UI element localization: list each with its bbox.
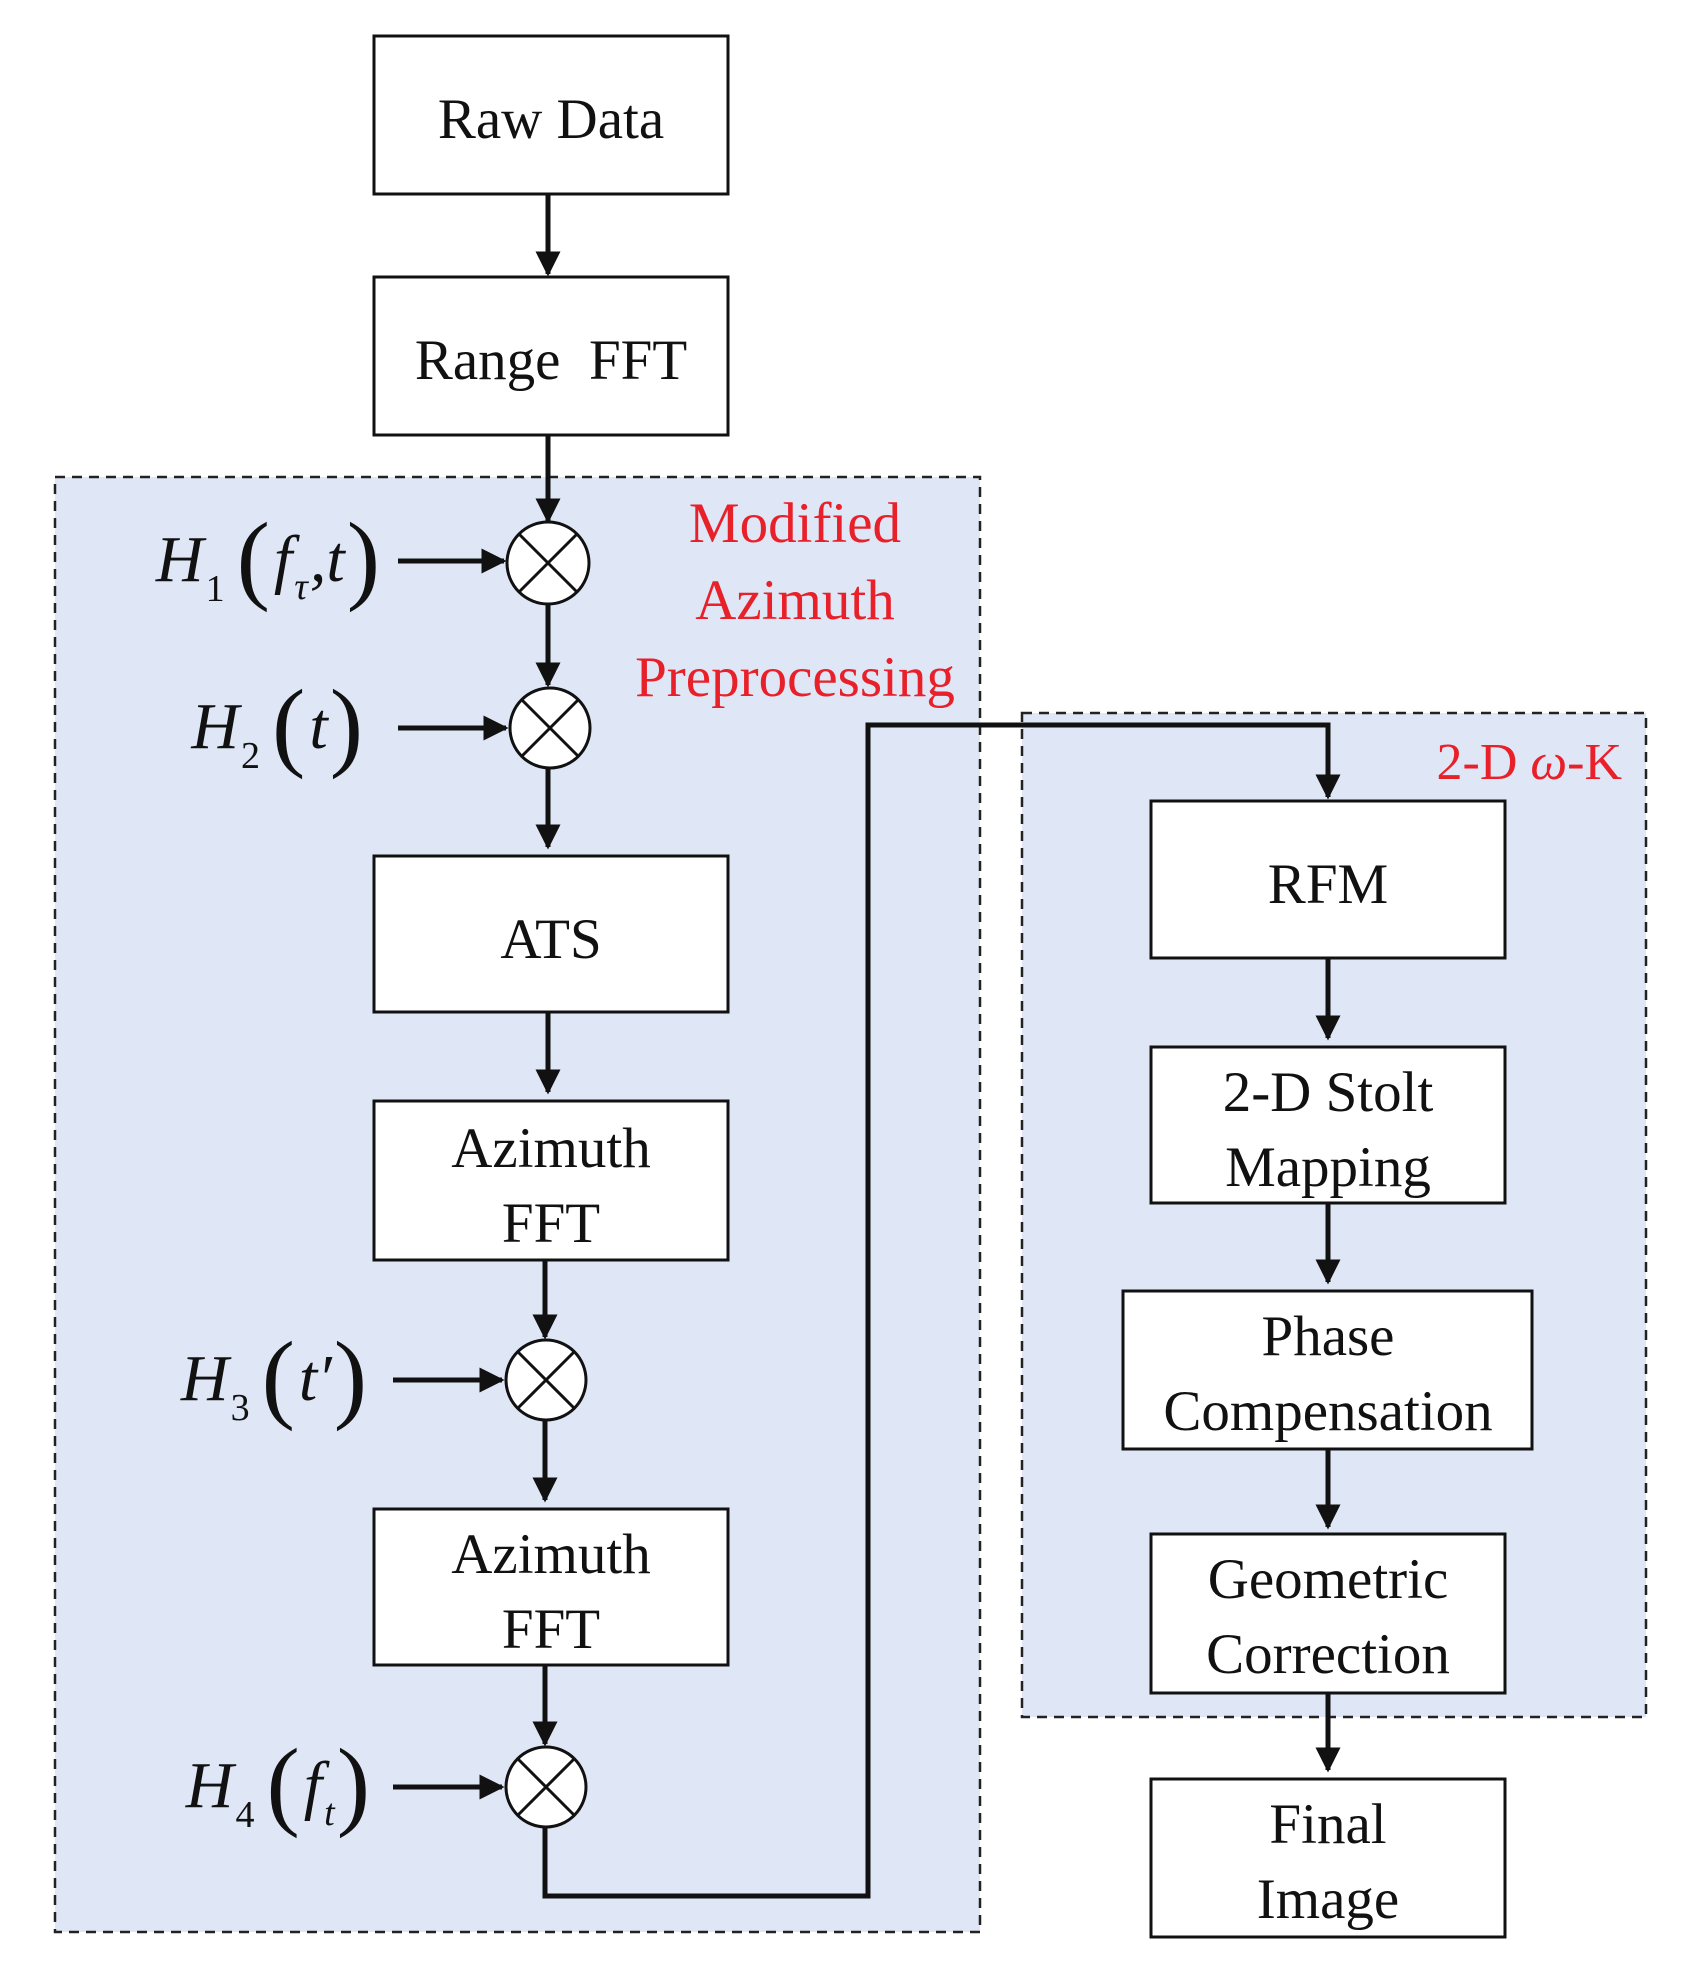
omega-k-title-omega: ω [1530, 734, 1567, 791]
modified-azimuth-title-line-3: Preprocessing [635, 646, 955, 709]
h1-index: 1 [206, 568, 225, 610]
azimuth-fft-2-line-2: FFT [502, 1598, 600, 1661]
multiplier-1 [505, 520, 591, 606]
h1-paren-open: ( [237, 502, 270, 613]
h3-paren-open: ( [262, 1321, 295, 1432]
phase-compensation-line-1: Phase [1262, 1305, 1395, 1368]
multiplier-2-cross-b [520, 698, 580, 758]
azimuth-fft-box-2 [372, 1507, 730, 1667]
h1-arg-sub: τ [294, 566, 309, 608]
h4-paren-close: ) [337, 1728, 370, 1839]
h2-arg-base: t [309, 690, 329, 763]
azimuth-fft-box-1 [372, 1099, 730, 1262]
azimuth-fft-block-1: Azimuth FFT [372, 1099, 730, 1262]
stolt-mapping-block: 2-D Stolt Mapping [1149, 1045, 1507, 1205]
arrow-mult4-to-rfm [542, 722, 1341, 1899]
rfm-label: RFM [1268, 853, 1388, 916]
final-image-line-1: Final [1269, 1793, 1386, 1856]
h1-arg-sep: , [310, 523, 327, 596]
modified-azimuth-title-line-1: Modified [689, 492, 901, 555]
omega-k-title-prefix: 2-D [1437, 734, 1531, 791]
phase-compensation-block: Phase Compensation [1121, 1289, 1534, 1451]
ats-block: ATS [372, 854, 730, 1014]
h4-arg-sub: t [324, 1792, 336, 1834]
geometric-correction-box [1149, 1532, 1507, 1695]
h2-symbol: H [190, 690, 242, 763]
connectors [393, 194, 1341, 1899]
phase-compensation-box [1121, 1289, 1534, 1451]
geometric-correction-line-2: Correction [1206, 1623, 1450, 1686]
omega-k-title: 2-D ω-K [1437, 734, 1623, 791]
azimuth-fft-block-2: Azimuth FFT [372, 1507, 730, 1667]
geometric-correction-line-1: Geometric [1208, 1548, 1449, 1611]
raw-data-label: Raw Data [438, 88, 664, 151]
h1-symbol: H [155, 523, 207, 596]
h2-index: 2 [241, 735, 260, 777]
range-fft-label: Range FFT [415, 329, 687, 392]
phase-compensation-line-2: Compensation [1163, 1380, 1492, 1443]
h3-symbol: H [180, 1342, 232, 1415]
final-image-box [1149, 1777, 1507, 1939]
azimuth-fft-1-line-2: FFT [502, 1192, 600, 1255]
h1-arg-base: t [326, 523, 346, 596]
rfm-block: RFM [1149, 799, 1507, 960]
azimuth-fft-2-line-1: Azimuth [451, 1523, 650, 1586]
raw-data-box [372, 34, 730, 196]
h2-paren-close: ) [330, 669, 363, 780]
multiplier-3 [504, 1338, 588, 1422]
final-image-block: Final Image [1149, 1777, 1507, 1939]
rfm-box [1149, 799, 1507, 960]
stolt-mapping-line-2: Mapping [1225, 1136, 1431, 1199]
h2-paren-open: ( [272, 669, 305, 780]
h3-paren-close: ) [334, 1321, 367, 1432]
multiplier-4 [504, 1745, 588, 1829]
h4-paren-open: ( [266, 1728, 299, 1839]
ats-box [372, 854, 730, 1014]
multiplier-4-cross-b [516, 1757, 576, 1817]
range-fft-box [372, 275, 730, 437]
multiplier-1-cross-b [517, 532, 579, 594]
multiplier-2 [508, 686, 592, 770]
modified-azimuth-title-line-2: Azimuth [695, 569, 894, 632]
range-fft-block: Range FFT [372, 275, 730, 437]
h1-paren-close: ) [347, 502, 380, 613]
omega-k-title-suffix: -K [1567, 734, 1622, 791]
final-image-line-2: Image [1257, 1868, 1399, 1931]
h4-symbol: H [185, 1749, 237, 1822]
h3-arg-base: t′ [299, 1342, 333, 1415]
raw-data-block: Raw Data [372, 34, 730, 196]
azimuth-fft-1-line-1: Azimuth [451, 1117, 650, 1180]
stolt-mapping-box [1149, 1045, 1507, 1205]
ats-label: ATS [500, 908, 601, 971]
multiplier-3-cross-b [516, 1350, 576, 1410]
geometric-correction-block: Geometric Correction [1149, 1532, 1507, 1695]
h4-index: 4 [235, 1794, 254, 1836]
stolt-mapping-line-1: 2-D Stolt [1223, 1061, 1434, 1124]
h3-index: 3 [231, 1387, 250, 1429]
